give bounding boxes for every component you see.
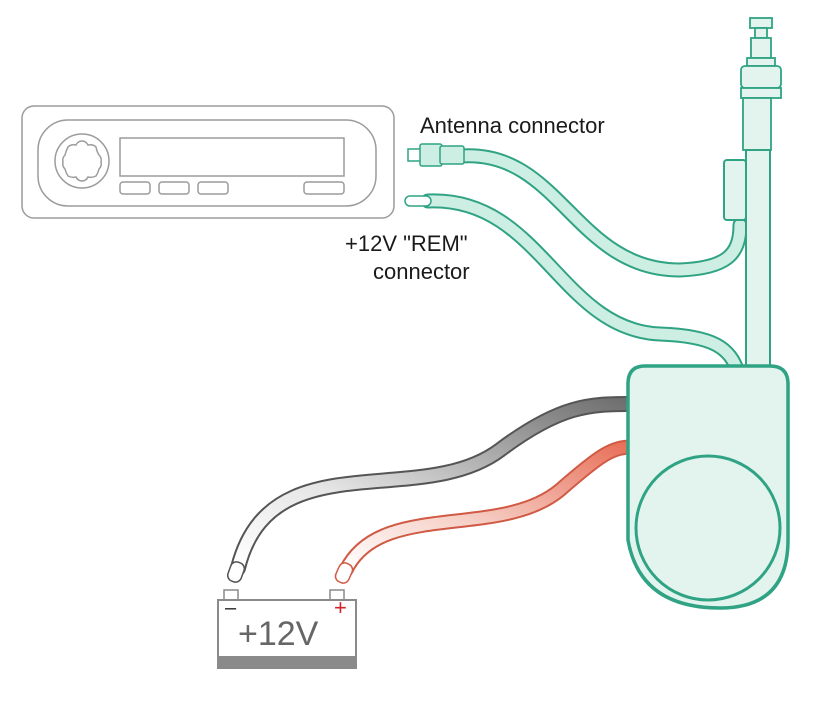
radio-display — [119, 137, 345, 177]
rem-cable — [420, 193, 746, 380]
motor-drum — [634, 454, 782, 602]
antenna-motor-housing — [626, 364, 790, 610]
ground-cable-tip — [226, 561, 246, 583]
rem-connector-tip — [404, 195, 432, 207]
battery-base — [218, 656, 356, 668]
radio-preset-button — [197, 181, 229, 195]
radio-eject-button — [303, 181, 345, 195]
battery-plus-sign: + — [334, 595, 347, 620]
ground-cable — [230, 396, 638, 576]
battery-minus-sign: – — [225, 597, 237, 619]
positive-cable-tip — [334, 562, 354, 584]
antenna-connector-label: Antenna connector — [420, 113, 605, 138]
rem-connector-label-line1: +12V "REM" — [345, 231, 468, 256]
radio-preset-button — [158, 181, 190, 195]
volume-knob-icon — [54, 133, 110, 189]
battery — [217, 589, 357, 669]
antenna-connector-plug — [407, 143, 465, 167]
positive-cable — [338, 439, 640, 578]
rem-connector-label-line2: connector — [373, 259, 470, 284]
radio-preset-button — [119, 181, 151, 195]
antenna-cable — [454, 148, 748, 278]
car-radio — [21, 105, 395, 219]
antenna-mast — [723, 17, 782, 381]
battery-voltage-label: +12V — [238, 615, 319, 653]
